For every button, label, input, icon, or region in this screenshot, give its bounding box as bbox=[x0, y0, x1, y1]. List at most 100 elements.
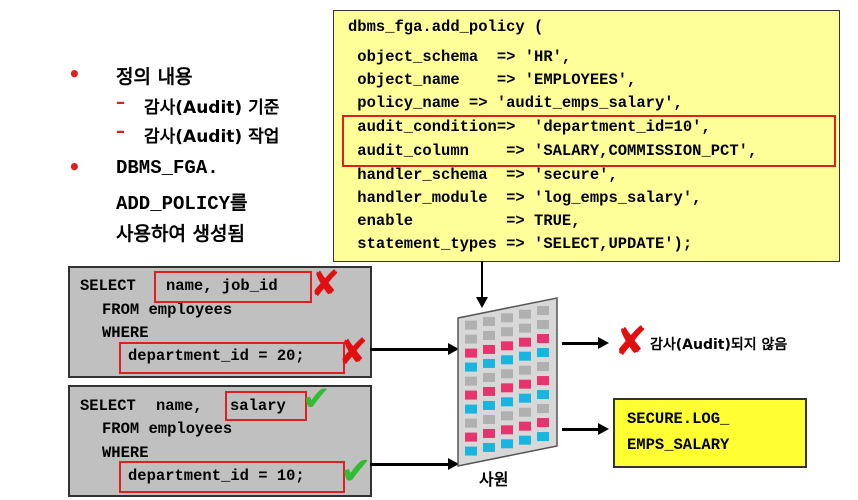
table-cell bbox=[519, 323, 531, 333]
table-cell bbox=[537, 376, 549, 386]
policy-to-table-arrow bbox=[481, 261, 483, 299]
policy-line: statement_types => 'SELECT,UPDATE'); bbox=[348, 235, 693, 253]
table-cell bbox=[537, 348, 549, 358]
table-cell bbox=[519, 351, 531, 361]
policy-code-box: dbms_fga.add_policy ( object_schema => '… bbox=[333, 10, 840, 262]
select-columns: name, bbox=[156, 397, 203, 415]
query-box-1: SELECT name, job_id FROM employees WHERE… bbox=[68, 266, 372, 378]
table-cell bbox=[465, 404, 477, 414]
where-condition-highlighted: department_id = 10; bbox=[128, 467, 305, 485]
policy-line: dbms_fga.add_policy ( bbox=[348, 18, 544, 36]
table-cell bbox=[501, 439, 513, 449]
policy-line: enable => TRUE, bbox=[348, 212, 581, 230]
bullet-definition: 정의 내용 bbox=[116, 66, 193, 88]
table-cell bbox=[519, 393, 531, 403]
table-cell bbox=[519, 365, 531, 375]
table-cell bbox=[501, 425, 513, 435]
table-cell bbox=[465, 446, 477, 456]
policy-line: object_schema => 'HR', bbox=[348, 48, 572, 66]
arrowhead-icon bbox=[448, 458, 459, 470]
table-cell bbox=[501, 397, 513, 407]
table-cell bbox=[537, 404, 549, 414]
sub-bullet-dash: – bbox=[116, 121, 125, 142]
table-cell bbox=[483, 344, 495, 354]
table-cell bbox=[483, 372, 495, 382]
handler-result-box: SECURE.LOG_ EMPS_SALARY bbox=[613, 398, 807, 468]
table-cell bbox=[519, 407, 531, 417]
bullet-dbms-fga: DBMS_FGA. bbox=[116, 157, 219, 179]
table-cell bbox=[465, 376, 477, 386]
add-policy-text: ADD_POLICY bbox=[116, 193, 231, 215]
table-cell bbox=[537, 432, 549, 442]
table-cell bbox=[483, 316, 495, 326]
table-cell bbox=[465, 362, 477, 372]
sub-bullet-dash: – bbox=[116, 92, 125, 113]
not-audited-label: 감사(Audit)되지 않음 bbox=[650, 337, 788, 353]
where-condition-highlighted: department_id = 20; bbox=[128, 347, 305, 365]
query2-to-table-arrow bbox=[370, 463, 450, 466]
query1-to-table-arrow bbox=[370, 348, 450, 351]
table-cell bbox=[537, 362, 549, 372]
table-cell bbox=[483, 414, 495, 424]
table-cell bbox=[519, 309, 531, 319]
table-cell bbox=[519, 337, 531, 347]
employees-table-label: 사원 bbox=[479, 470, 509, 489]
cross-mark-icon: ✘ bbox=[338, 332, 369, 373]
select-keyword: SELECT bbox=[80, 397, 136, 415]
handler-line: SECURE.LOG_ bbox=[627, 410, 730, 428]
arrowhead-icon bbox=[476, 297, 488, 308]
handler-line: EMPS_SALARY bbox=[627, 436, 730, 454]
select-keyword: SELECT bbox=[80, 277, 136, 295]
policy-line: policy_name => 'audit_emps_salary', bbox=[348, 94, 683, 112]
policy-line: handler_schema => 'secure', bbox=[348, 166, 618, 184]
table-cell bbox=[483, 442, 495, 452]
employees-table-icon bbox=[457, 297, 558, 467]
bullet-dot: • bbox=[68, 155, 81, 179]
table-cell bbox=[519, 435, 531, 445]
table-to-noaudit-arrow bbox=[562, 342, 600, 345]
from-clause: FROM employees bbox=[102, 420, 233, 438]
table-cell bbox=[519, 421, 531, 431]
query-box-2: SELECT name, salary FROM employees WHERE… bbox=[68, 385, 372, 497]
table-cell bbox=[483, 400, 495, 410]
table-cell bbox=[501, 327, 513, 337]
cross-mark-icon: ✘ bbox=[614, 319, 648, 365]
bullet-add-policy: ADD_POLICY를 bbox=[116, 188, 248, 215]
table-cell bbox=[501, 313, 513, 323]
audit-criteria-highlight bbox=[342, 115, 836, 167]
query2-salary-highlight bbox=[225, 391, 307, 421]
add-policy-suffix: 를 bbox=[230, 192, 248, 214]
policy-line: object_name => 'EMPLOYEES', bbox=[348, 71, 637, 89]
table-cell bbox=[501, 383, 513, 393]
table-cell bbox=[537, 320, 549, 330]
table-cell bbox=[501, 411, 513, 421]
table-cell bbox=[501, 355, 513, 365]
bullet-created-using: 사용하여 생성됨 bbox=[116, 223, 245, 245]
policy-line: handler_module => 'log_emps_salary', bbox=[348, 189, 702, 207]
policy-line: audit_column => 'SALARY,COMMISSION_PCT', bbox=[348, 142, 758, 160]
table-cell bbox=[537, 390, 549, 400]
table-cell bbox=[501, 341, 513, 351]
table-cell bbox=[465, 320, 477, 330]
table-cell bbox=[465, 390, 477, 400]
where-keyword: WHERE bbox=[102, 324, 149, 342]
arrowhead-icon bbox=[598, 423, 609, 435]
table-cell bbox=[483, 358, 495, 368]
table-cell bbox=[483, 330, 495, 340]
bullet-dot: • bbox=[68, 62, 81, 86]
query2-condition-highlight bbox=[119, 461, 345, 493]
table-cell bbox=[519, 379, 531, 389]
table-cell bbox=[465, 334, 477, 344]
select-columns-highlighted: name, job_id bbox=[166, 277, 278, 295]
sub-bullet-audit-action: 감사(Audit) 작업 bbox=[144, 127, 280, 147]
table-cell bbox=[501, 369, 513, 379]
table-cell bbox=[465, 432, 477, 442]
table-cell bbox=[537, 306, 549, 316]
table-to-handler-arrow bbox=[562, 428, 600, 431]
policy-line: audit_condition=> 'department_id=10', bbox=[348, 118, 711, 136]
check-mark-icon: ✔ bbox=[302, 379, 331, 419]
sub-bullet-audit-criteria: 감사(Audit) 기준 bbox=[144, 98, 280, 118]
arrowhead-icon bbox=[448, 343, 459, 355]
arrowhead-icon bbox=[598, 337, 609, 349]
select-salary-highlighted: salary bbox=[230, 397, 286, 415]
